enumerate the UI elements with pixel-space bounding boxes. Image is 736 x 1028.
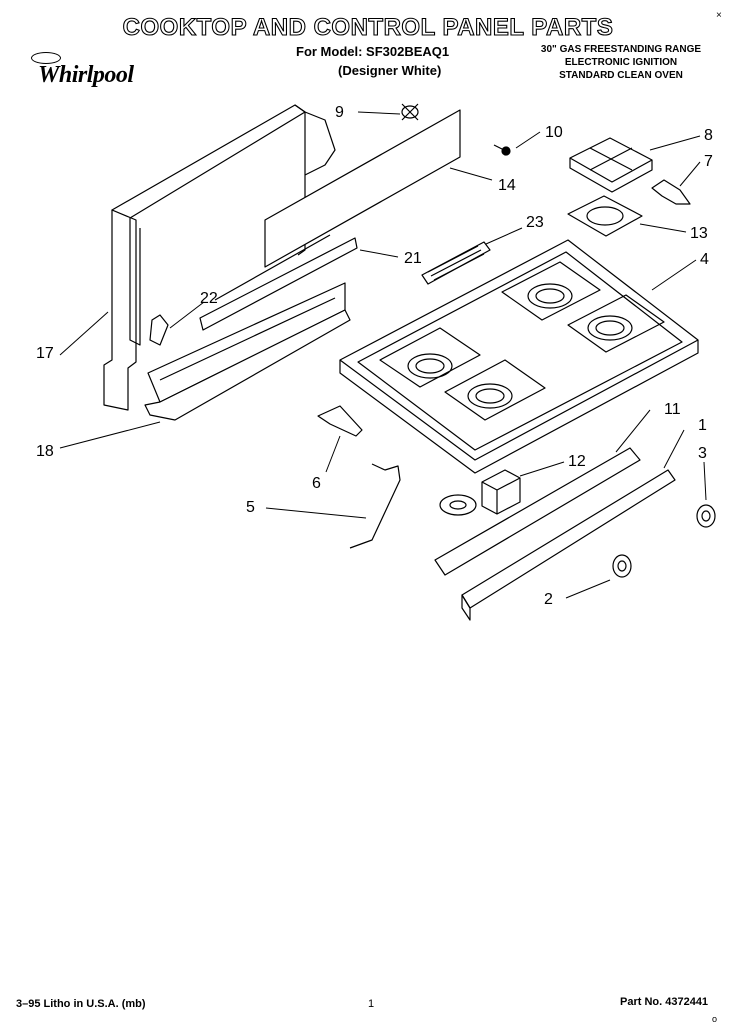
callout-9: 9 bbox=[335, 104, 344, 121]
part-10-screw bbox=[493, 144, 511, 156]
part-8-burner-grate bbox=[569, 137, 653, 193]
range-type: 30" GAS FREESTANDING RANGE bbox=[540, 44, 702, 55]
callout-2: 2 bbox=[544, 591, 553, 608]
part-1-manifold bbox=[461, 469, 676, 621]
corner-mark: o bbox=[712, 1014, 718, 1024]
callout-22: 22 bbox=[200, 290, 218, 307]
part-13-burner-bowl bbox=[567, 195, 643, 237]
callout-4: 4 bbox=[700, 251, 709, 268]
callout-12: 12 bbox=[568, 453, 586, 470]
part-2-valve-knob bbox=[612, 554, 632, 578]
part-11-control-bar bbox=[434, 447, 641, 576]
callout-23: 23 bbox=[526, 214, 544, 231]
oven-type: STANDARD CLEAN OVEN bbox=[559, 70, 683, 81]
part-18-manifold-panel bbox=[144, 282, 351, 421]
ignition-type: ELECTRONIC IGNITION bbox=[564, 57, 678, 68]
callout-11: 11 bbox=[664, 401, 681, 418]
callout-5: 5 bbox=[246, 499, 255, 516]
callout-3: 3 bbox=[698, 445, 707, 462]
callout-17: 17 bbox=[36, 345, 54, 362]
part-22-bracket bbox=[149, 314, 169, 346]
callout-1: 1 bbox=[698, 417, 707, 434]
callout-10: 10 bbox=[545, 124, 563, 141]
part-9-knob-cap bbox=[401, 103, 419, 121]
finish-label: (Designer White) bbox=[338, 63, 442, 78]
callout-21: 21 bbox=[404, 250, 422, 267]
part-number: Part No. 4372441 bbox=[620, 996, 709, 1008]
brand-logo: Whirlpool bbox=[38, 62, 134, 88]
part-17-side-panel bbox=[103, 104, 336, 411]
model-number: For Model: SF302BEAQ1 bbox=[296, 44, 450, 59]
callout-6: 6 bbox=[312, 475, 321, 492]
part-14-panel bbox=[264, 109, 461, 268]
close-icon[interactable]: × bbox=[716, 10, 722, 21]
callout-7: 7 bbox=[704, 153, 713, 170]
part-7-clip bbox=[651, 179, 691, 205]
page-number: 1 bbox=[368, 998, 375, 1010]
part-3-valve-knob bbox=[696, 504, 716, 528]
callout-14: 14 bbox=[498, 177, 516, 194]
part-12-ignition-module bbox=[481, 469, 521, 515]
litho-note: 3–95 Litho in U.S.A. (mb) bbox=[16, 998, 146, 1010]
callout-8: 8 bbox=[704, 127, 713, 144]
brand-emblem-icon bbox=[31, 52, 61, 64]
callout-18: 18 bbox=[36, 443, 54, 460]
part-6-hinge bbox=[317, 405, 363, 437]
callout-13: 13 bbox=[690, 225, 708, 242]
part-23-vent-grille bbox=[421, 241, 491, 285]
part-21-trim-strip bbox=[199, 234, 358, 331]
part-4-cooktop bbox=[339, 239, 699, 474]
page-title: COOKTOP AND CONTROL PANEL PARTS bbox=[122, 13, 614, 41]
part-5-wire-rod bbox=[349, 463, 401, 549]
